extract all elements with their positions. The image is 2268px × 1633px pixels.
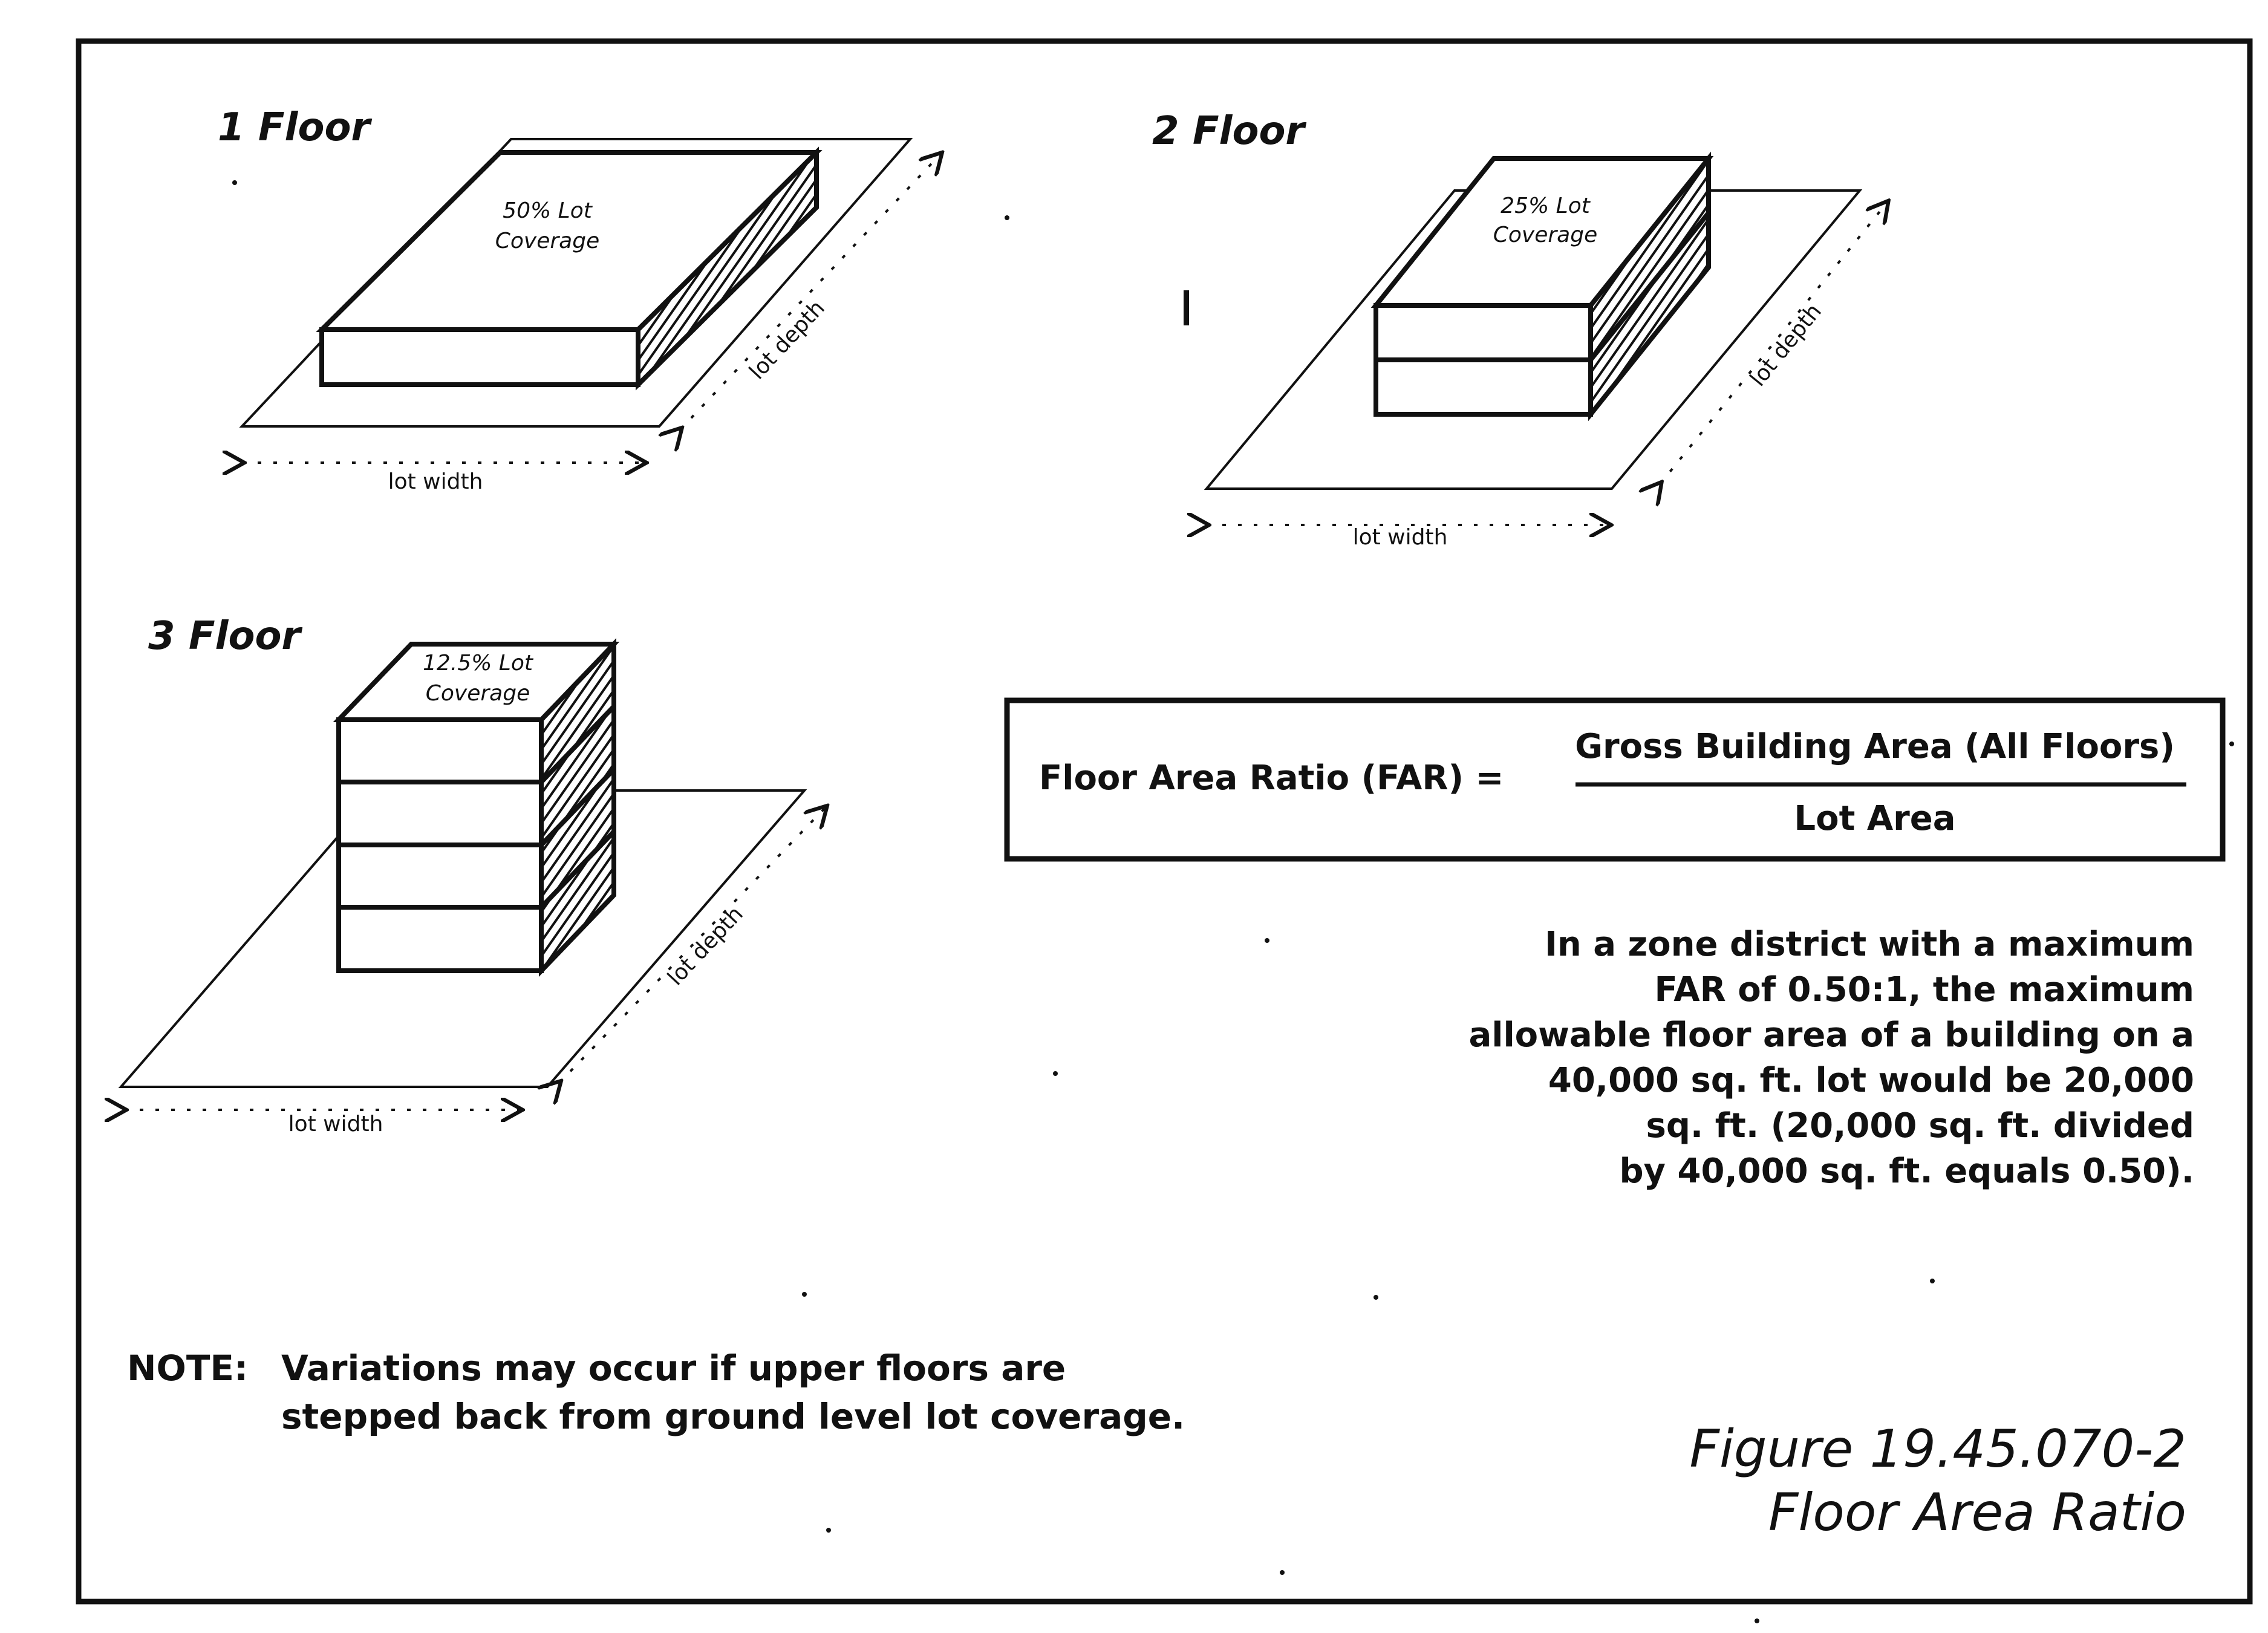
figure-title: Floor Area Ratio [1768, 1482, 2186, 1543]
lot-outline [118, 789, 807, 1088]
far-formula: Floor Area Ratio (FAR) = Gross Building … [1004, 697, 2226, 862]
coverage-label: 50% Lot [503, 198, 593, 223]
panel-3-floor: 3 Floor 12.5% Lot Coverage lot width lot… [121, 614, 826, 1136]
figure-number: Figure 19.45.070-2 [1690, 1419, 2187, 1479]
scan-specks [232, 180, 2234, 1623]
explanation-paragraph: In a zone district with a maximum FAR of… [1469, 925, 2195, 1191]
panel-2-floor: 2 Floor 25% Lot Coverage lot width lot d… [1152, 109, 1887, 550]
panel-heading: 1 Floor [218, 105, 372, 150]
explanation-line: In a zone district with a maximum [1545, 925, 2194, 964]
lot-width-label: lot width [288, 1112, 383, 1136]
explanation-line: by 40,000 sq. ft. equals 0.50). [1619, 1152, 2194, 1191]
floor-divider [539, 705, 616, 784]
note-line: stepped back from ground level lot cover… [281, 1396, 1185, 1437]
note-label: NOTE: [127, 1348, 248, 1389]
formula-numerator: Gross Building Area (All Floors) [1575, 727, 2175, 766]
explanation-line: 40,000 sq. ft. lot would be 20,000 [1548, 1061, 2194, 1100]
building-floor [1374, 357, 1593, 417]
lot-width-label: lot width [388, 469, 483, 494]
building-floor [336, 717, 544, 784]
formula-lhs: Floor Area Ratio (FAR) = [1039, 758, 1504, 798]
lot-depth-dimension [1660, 203, 1887, 484]
note: NOTE: Variations may occur if upper floo… [127, 1348, 1185, 1437]
stray-mark [1184, 290, 1189, 325]
formula-denominator: Lot Area [1794, 799, 1955, 838]
building-roof [1370, 156, 1714, 308]
lot-depth-label: lot depth [745, 296, 830, 385]
lot-width-label: lot width [1353, 525, 1448, 550]
building-floor [336, 905, 544, 973]
explanation-line: FAR of 0.50:1, the maximum [1654, 970, 2194, 1009]
building-floor [336, 843, 544, 910]
panel-heading: 3 Floor [148, 614, 302, 659]
explanation-line: allowable floor area of a building on a [1469, 1015, 2195, 1055]
building-floor [336, 780, 544, 847]
figure-border [76, 38, 2253, 1605]
coverage-label: Coverage [1493, 223, 1597, 247]
figure-caption: Figure 19.45.070-2 Floor Area Ratio [1690, 1419, 2187, 1543]
lot-depth-dimension [680, 154, 940, 429]
coverage-label: Coverage [426, 681, 530, 706]
coverage-label: 12.5% Lot [423, 651, 534, 676]
panel-heading: 2 Floor [1152, 109, 1306, 154]
building-floor [319, 327, 640, 387]
building-roof [333, 642, 620, 722]
lot-depth-label: lot depth [663, 902, 748, 991]
panel-1-floor: 1 Floor 50% Lot Coverage lot width lot d… [218, 105, 940, 494]
formula-box [1004, 697, 2226, 862]
coverage-label: 25% Lot [1501, 194, 1591, 218]
lot-outline [1204, 189, 1863, 490]
explanation-line: sq. ft. (20,000 sq. ft. divided [1646, 1106, 2195, 1146]
coverage-label: Coverage [495, 229, 599, 253]
building-floor [1374, 303, 1593, 362]
note-line: Variations may occur if upper floors are [281, 1348, 1066, 1389]
lot-depth-dimension [559, 807, 826, 1083]
